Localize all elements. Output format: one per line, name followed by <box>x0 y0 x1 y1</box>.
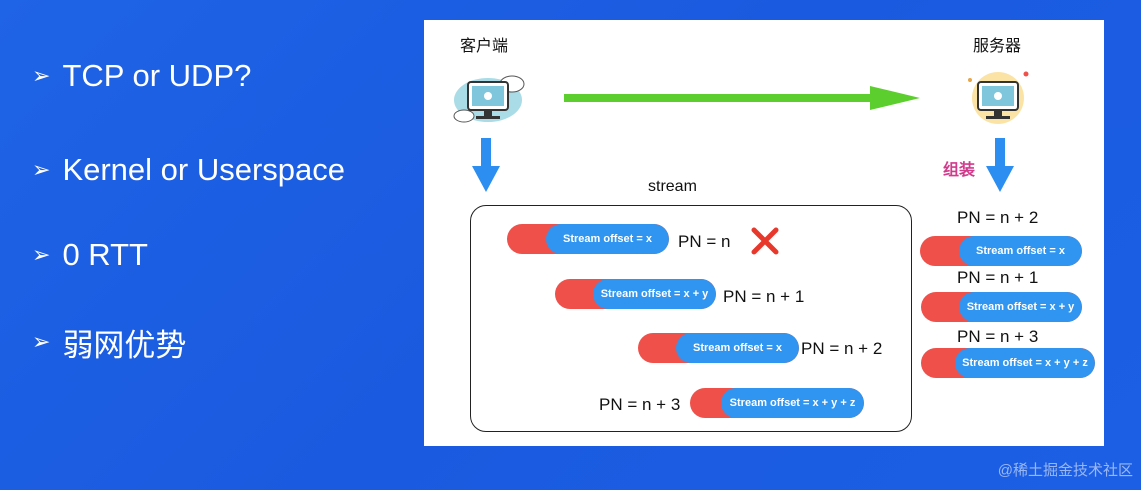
diagram-panel: 客户端 服务器 组装 stream S <box>424 20 1104 446</box>
server-computer-icon <box>968 71 1029 124</box>
bullet-tcp-or-udp: ➢ TCP or UDP? <box>32 58 251 94</box>
arrow-bullet-icon: ➢ <box>32 63 51 89</box>
bullet-weak-network: ➢ 弱网优势 <box>32 320 186 365</box>
server-packet: Stream offset = x <box>920 236 1082 266</box>
packet-number: PN = n + 2 <box>801 339 883 358</box>
stream-packet: Stream offset = x <box>638 333 799 363</box>
arrow-bullet-icon: ➢ <box>32 157 51 183</box>
stream-packet: Stream offset = x <box>507 224 669 254</box>
lost-packet-cross-icon <box>751 227 779 255</box>
server-packet-number: PN = n + 2 <box>957 208 1039 227</box>
stream-segment: Stream offset = x + y <box>593 279 716 309</box>
packet-number: PN = n + 1 <box>723 287 805 306</box>
arrow-bullet-icon: ➢ <box>32 242 51 268</box>
client-label: 客户端 <box>460 38 509 55</box>
bullet-0-rtt: ➢ 0 RTT <box>32 237 148 273</box>
transfer-arrow-icon <box>564 86 920 110</box>
stream-segment: Stream offset = x <box>676 333 799 363</box>
stream-packet: Stream offset = x + y + z <box>690 388 864 418</box>
server-segment: Stream offset = x + y <box>959 292 1082 322</box>
server-packet: Stream offset = x + y + z <box>921 348 1095 378</box>
server-packet-number: PN = n + 1 <box>957 268 1039 287</box>
server-segment: Stream offset = x <box>959 236 1082 266</box>
server-packet-number: PN = n + 3 <box>957 327 1039 346</box>
client-computer-icon <box>453 75 525 123</box>
bullet-text: TCP or UDP? <box>62 58 252 93</box>
bullet-kernel-or-userspace: ➢ Kernel or Userspace <box>32 152 345 188</box>
client-down-arrow-icon <box>472 138 500 192</box>
arrow-bullet-icon: ➢ <box>32 330 51 355</box>
watermark: @稀土掘金技术社区 <box>997 462 1133 479</box>
server-label: 服务器 <box>973 38 1022 55</box>
stream-box <box>470 205 912 432</box>
stream-segment: Stream offset = x + y + z <box>721 388 864 418</box>
reassemble-label: 组装 <box>943 162 976 179</box>
packet-number: PN = n <box>678 232 731 251</box>
bullet-text: Kernel or Userspace <box>62 152 346 187</box>
server-segment: Stream offset = x + y + z <box>955 348 1095 378</box>
server-packet: Stream offset = x + y <box>921 292 1082 322</box>
stream-packet: Stream offset = x + y <box>555 279 716 309</box>
server-down-arrow-icon <box>986 138 1014 192</box>
stream-segment: Stream offset = x <box>546 224 669 254</box>
bullet-text: 弱网优势 <box>62 328 187 363</box>
bullet-text: 0 RTT <box>62 237 148 272</box>
stream-label: stream <box>648 178 697 195</box>
packet-number: PN = n + 3 <box>599 395 681 414</box>
